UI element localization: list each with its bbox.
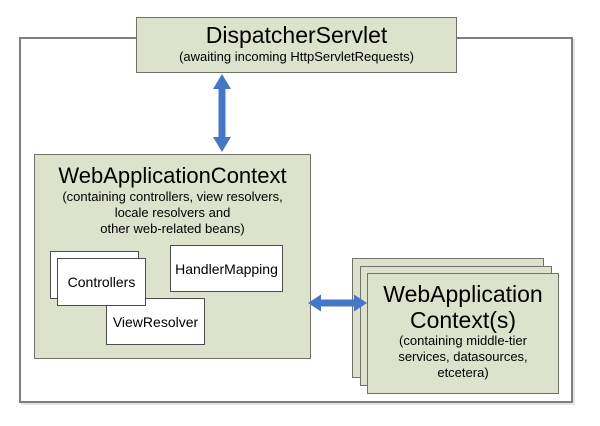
web-context-subtitle-line-1: (containing controllers, view resolvers, [62,189,283,204]
middle-tier-subtitle-line-3: etcetera) [437,365,489,380]
controllers-box: Controllers [57,258,146,306]
controllers-label: Controllers [67,274,136,290]
dispatcher-servlet-title: DispatcherServlet [205,22,388,48]
middle-tier-title-line-1: WebApplication [383,281,543,307]
web-application-context-title: WebApplicationContext [58,163,287,188]
middle-tier-subtitle-line-1: (containing middle-tier [399,333,527,348]
middle-tier-title-line-2: Context(s) [409,307,517,333]
handler-mapping-box: HandlerMapping [170,245,283,292]
middle-tier-context-box: WebApplication Context(s) (containing mi… [367,273,559,394]
dispatcher-servlet-box: DispatcherServlet (awaiting incoming Htt… [136,17,457,73]
handler-mapping-label: HandlerMapping [175,260,278,277]
dispatcher-servlet-subtitle: (awaiting incoming HttpServletRequests) [179,49,414,64]
view-resolver-label: ViewResolver [112,313,199,330]
web-context-subtitle-line-3: other web-related beans) [100,221,245,236]
middle-tier-subtitle-line-2: services, datasources, [398,349,528,364]
web-context-subtitle-line-2: locale resolvers and [114,205,231,220]
